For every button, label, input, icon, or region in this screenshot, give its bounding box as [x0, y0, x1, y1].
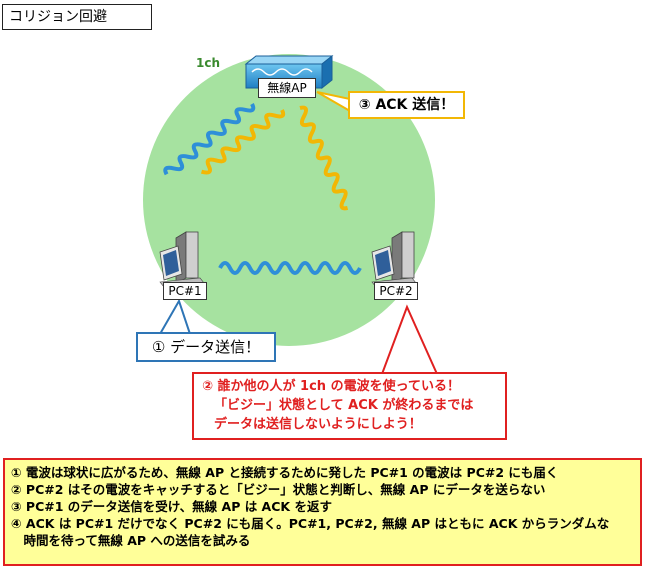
- data-callout-pointer: [158, 298, 192, 335]
- note-line: ④ ACK は PC#1 だけでなく PC#2 にも届く。PC#1, PC#2,…: [11, 516, 610, 531]
- note-line: 時間を待って無線 AP への送信を試みる: [11, 533, 251, 548]
- pc1-label: PC#1: [163, 282, 207, 300]
- wave-ap-to-pc2: [299, 105, 349, 211]
- diagram-title: コリジョン回避: [2, 4, 152, 30]
- busy-callout-pointer: [380, 304, 439, 375]
- note-line: ① 電波は球状に広がるため、無線 AP と接続するために発した PC#1 の電波…: [11, 465, 559, 480]
- data-send-callout: ① データ送信！: [136, 332, 276, 362]
- busy-line: ② 誰か他の人が 1ch の電波を使っている！: [202, 379, 460, 394]
- busy-line: 「ビジー」状態として ACK が終わるまでは: [214, 398, 474, 413]
- channel-label: 1ch: [196, 56, 221, 70]
- note-line: ③ PC#1 のデータ送信を受け、無線 AP は ACK を返す: [11, 499, 332, 514]
- wave-ap-to-pc1: [163, 103, 256, 176]
- wave-pc1-to-ap: [200, 109, 286, 175]
- coverage-circle: [143, 54, 435, 346]
- busy-callout: ② 誰か他の人が 1ch の電波を使っている！ 「ビジー」状態として ACK が…: [192, 372, 507, 440]
- ack-callout: ③ ACK 送信！: [348, 91, 465, 119]
- notes-box: ① 電波は球状に広がるため、無線 AP と接続するために発した PC#1 の電波…: [3, 458, 642, 566]
- pc2-label: PC#2: [374, 282, 418, 300]
- note-line: ② PC#2 はその電波をキャッチすると「ビジー」状態と判断し、無線 AP にデ…: [11, 482, 546, 497]
- wave-pc1-to-pc2: [218, 261, 362, 275]
- access-point-label: 無線AP: [258, 78, 316, 98]
- busy-line: データは送信しないようにしよう！: [214, 417, 422, 432]
